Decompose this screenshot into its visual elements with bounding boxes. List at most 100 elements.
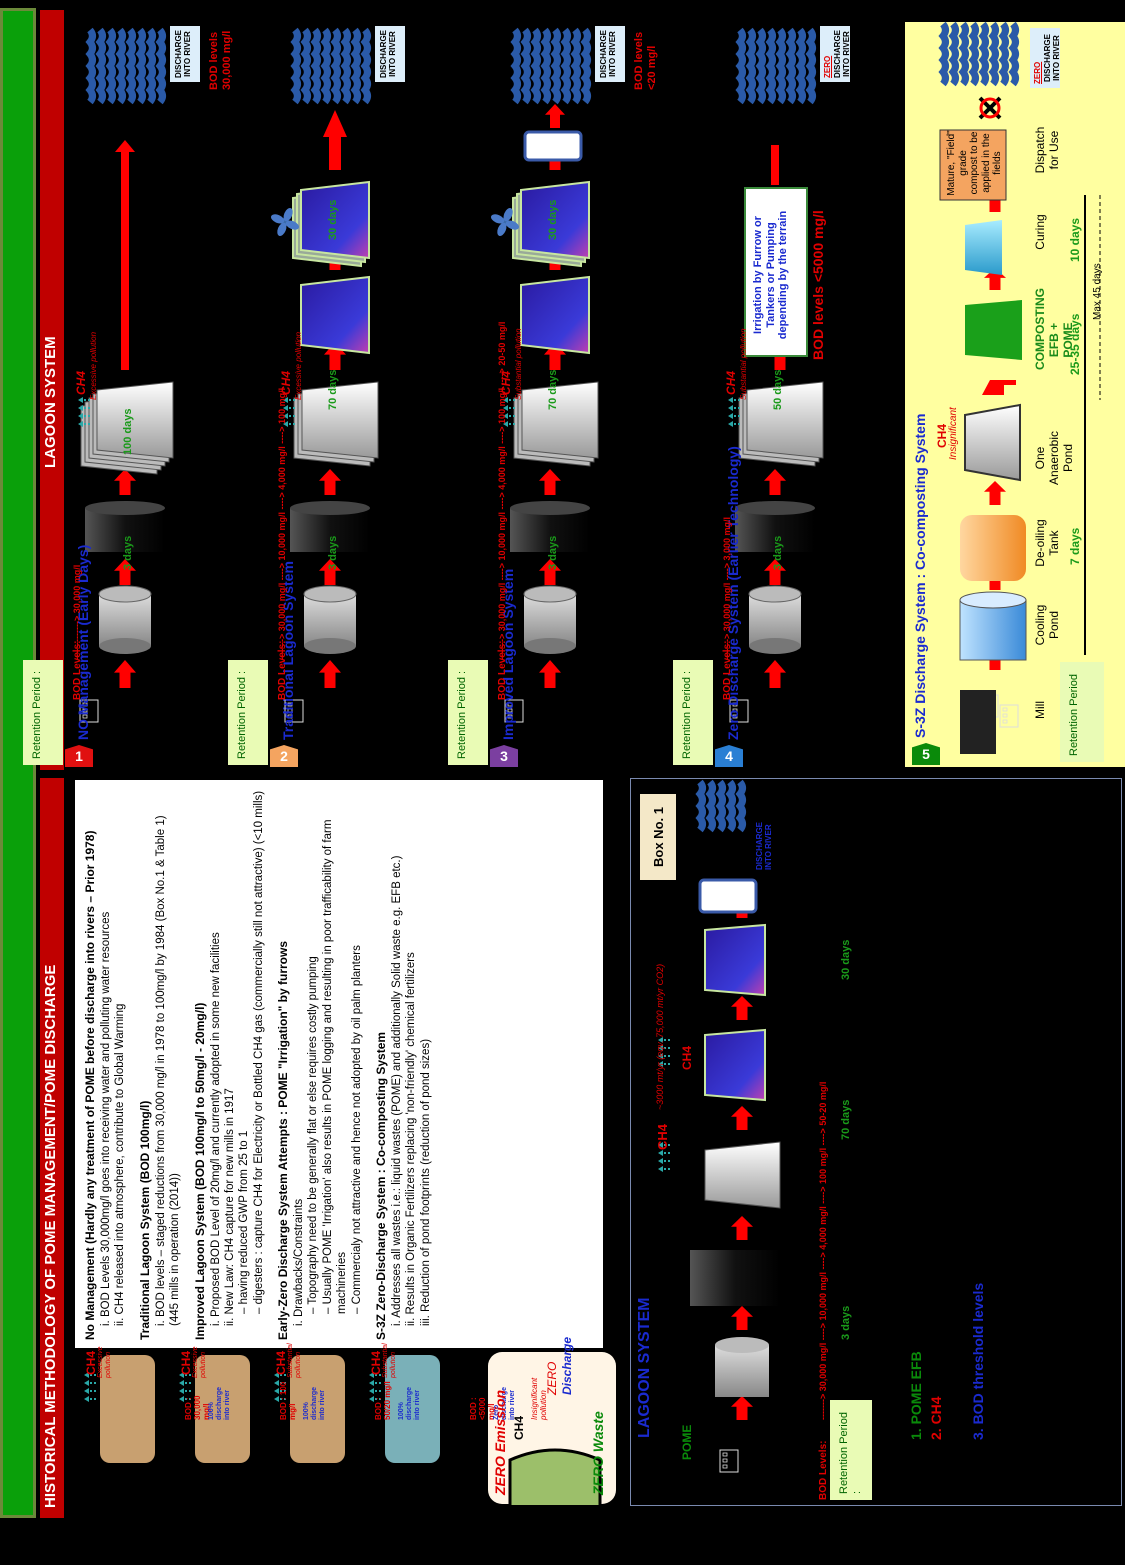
box1-anaerobic — [704, 1141, 781, 1209]
river-wave — [360, 27, 371, 105]
river-wave — [520, 27, 531, 105]
box1-river: DISCHARGE INTO RIVER — [755, 821, 774, 870]
s3z-step-label: One Anaerobic Pond — [1033, 430, 1075, 486]
river-wave — [340, 27, 351, 105]
box1-bod-steps: -------> 30,000 mg/l ----> 10,000 mg/l -… — [818, 1081, 828, 1420]
ch4-arrowhead — [658, 1061, 663, 1067]
ch4-note: Substantial pollution — [514, 328, 523, 400]
ch4-arrowhead — [503, 413, 508, 419]
river-text: DISCHARGE INTO RIVER — [174, 29, 193, 78]
river-text: DISCHARGE INTO RIVER — [1043, 34, 1062, 83]
retention-days: 3 days — [122, 535, 134, 570]
mill-building — [79, 699, 99, 723]
legend-soil — [195, 1355, 250, 1463]
ch4-arrowhead — [274, 1396, 279, 1402]
fan-blade — [497, 222, 507, 237]
cooling-pond-top — [303, 585, 357, 603]
fan-blade — [503, 207, 513, 222]
aerobic-pond — [300, 275, 370, 355]
flow-arrowhead — [115, 140, 135, 152]
mill-building — [999, 704, 1019, 728]
ch4-arrowhead — [179, 1388, 184, 1394]
s3z-title: S-3Z Discharge System : Co-composting Sy… — [912, 413, 928, 738]
ch4-label: CH4 — [499, 370, 513, 395]
river-wave — [135, 27, 146, 105]
mill-window — [722, 1464, 728, 1469]
retention-days: 3 days — [547, 535, 559, 570]
river-wave — [560, 27, 571, 105]
box1-days: 70 days — [840, 1099, 852, 1140]
s3z-curing — [965, 220, 1002, 275]
fan-blade — [270, 214, 285, 224]
s3z-days: 7 days — [1068, 527, 1082, 565]
river-wave — [998, 21, 1009, 87]
ch4-arrowhead — [283, 413, 288, 419]
retention-box: Retention Period : — [23, 660, 63, 765]
box1-days: 30 days — [840, 939, 852, 980]
ch4-arrowhead — [78, 413, 83, 419]
compost-box — [939, 129, 1007, 201]
mill-window — [732, 702, 738, 707]
river-wave — [330, 27, 341, 105]
flow-arrow — [764, 559, 786, 585]
irrigation-box — [744, 187, 808, 357]
mill-building — [504, 699, 524, 723]
ch4-arrowhead — [274, 1372, 279, 1378]
bod-steps: -------------> 30,000 mg/l — [72, 564, 82, 660]
legend-flow: 100% discharge into river — [208, 1386, 232, 1420]
s3z-max: Max 45 days — [1092, 263, 1103, 320]
retention-label: Retention Period : — [236, 670, 248, 759]
deoiling-tank-top — [290, 501, 370, 515]
box1-deoiling-tank — [690, 1250, 780, 1306]
river-text: DISCHARGE INTO RIVER — [379, 29, 398, 78]
cooling-pond-bottom — [524, 638, 576, 654]
ch4-arrowhead — [658, 1142, 663, 1148]
river-wave — [125, 27, 136, 105]
river-text: DISCHARGE INTO RIVER — [833, 29, 852, 78]
river-wave — [735, 779, 746, 833]
river-wave — [580, 27, 591, 105]
s3z-arrow-bend — [982, 380, 1016, 395]
mill-window — [507, 702, 513, 707]
mill-building — [284, 699, 304, 723]
mill-building — [729, 699, 749, 723]
mill-window — [732, 708, 738, 713]
mill-building — [719, 1449, 739, 1473]
ch4-arrowhead — [84, 1380, 89, 1386]
river-text: DISCHARGE INTO RIVER — [599, 29, 618, 78]
river-wave — [550, 27, 561, 105]
cooling-pond — [749, 594, 801, 646]
cooling-pond — [524, 594, 576, 646]
mill-window — [287, 708, 293, 713]
box1-threshold: 1. POME EFB — [908, 1351, 924, 1440]
legend-ch4: CH4 — [369, 1350, 383, 1375]
anaerobic-pond — [301, 381, 379, 459]
mill-window — [287, 702, 293, 707]
retention-days: 70 days — [327, 369, 339, 410]
flow-arrow — [731, 1106, 753, 1130]
legend-ch4: CH4 — [84, 1350, 98, 1375]
river-wave — [988, 21, 999, 87]
bod-end: BOD levels <5000 mg/l — [810, 210, 826, 360]
mill-window — [507, 714, 513, 719]
legend-ch4: CH4 — [274, 1350, 288, 1375]
retention-label: Retention Period : — [681, 670, 693, 759]
step-badge: 5 — [912, 743, 940, 765]
s3z-deoiling-tank — [960, 515, 1026, 581]
ch4-arrowhead — [658, 1053, 663, 1059]
river-wave — [978, 21, 989, 87]
river-wave — [540, 27, 551, 105]
retention-days: 3 days — [327, 535, 339, 570]
legend-soil — [385, 1355, 440, 1463]
river-bod: BOD levels <20 mg/l — [633, 31, 658, 90]
ch4-arrowhead — [274, 1380, 279, 1386]
ch4-arrowhead — [283, 421, 288, 427]
ch4-arrowhead — [78, 421, 83, 427]
river-wave — [958, 21, 969, 87]
ch4-label: CH4 — [74, 370, 88, 395]
box1-threshold: 2. CH4 — [928, 1396, 944, 1440]
mill-window — [1002, 719, 1008, 724]
deoiling-tank-top — [735, 501, 815, 515]
cooling-pond-top — [748, 585, 802, 603]
compost-note: Mature, "Field" grade compost to be appl… — [946, 130, 1003, 196]
